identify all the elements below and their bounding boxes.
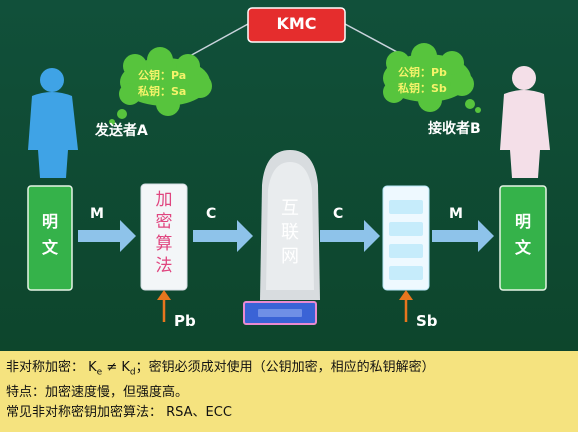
receiver-key-bubble xyxy=(383,43,481,113)
decrypt-key-label: Sb xyxy=(416,312,438,330)
decrypt-algorithm-box xyxy=(382,185,430,291)
kmc-box xyxy=(247,7,346,43)
sender-person-icon xyxy=(28,68,78,178)
sender-plaintext-label: 明 文 xyxy=(41,212,58,257)
message-m-right: M xyxy=(449,206,463,222)
receiver-name: 接收者B xyxy=(428,121,481,137)
sender-public-key: 公钥：Pa xyxy=(138,69,187,82)
internet-label: 互 联 网 xyxy=(281,198,299,267)
decrypt-key-arrow xyxy=(399,290,413,322)
ciphertext-c-right: C xyxy=(333,206,344,222)
ciphertext-c-left: C xyxy=(206,206,217,222)
arrow-m-left xyxy=(78,220,136,252)
sender-plaintext-box xyxy=(27,185,73,291)
encrypt-algorithm-label: 加 密 算 法 xyxy=(155,190,173,276)
receiver-public-key: 公钥：Pb xyxy=(398,66,447,79)
receiver-plaintext-label: 明 文 xyxy=(514,212,531,257)
receiver-private-key: 私钥：Sb xyxy=(398,82,447,95)
arrow-c-left xyxy=(193,220,253,252)
receiver-plaintext-box xyxy=(499,185,547,291)
internet-cloud xyxy=(260,150,320,300)
sender-name: 发送者A xyxy=(95,123,148,139)
receiver-person-icon xyxy=(500,66,550,178)
encrypt-key-label: Pb xyxy=(174,312,196,330)
encrypt-key-arrow xyxy=(157,290,171,322)
arrow-m-right xyxy=(432,220,494,252)
caption-line-2: 特点：加密速度慢，但强度高。 xyxy=(6,384,189,400)
security-badge-text-blur xyxy=(258,309,302,317)
kmc-label: KMC xyxy=(276,14,317,33)
sender-key-bubble xyxy=(109,47,212,125)
caption-line-1: 非对称加密： Ke ≠ Kd；密钥必须成对使用（公钥加密，相应的私钥解密） xyxy=(6,360,435,378)
caption-panel: 非对称加密： Ke ≠ Kd；密钥必须成对使用（公钥加密，相应的私钥解密） 特点… xyxy=(0,351,578,432)
message-m-left: M xyxy=(90,206,104,222)
arrow-c-right xyxy=(320,220,380,252)
diagram-canvas xyxy=(27,7,550,325)
caption-line-3: 常见非对称密钥加密算法： RSA、ECC xyxy=(6,404,232,420)
sender-private-key: 私钥：Sa xyxy=(138,85,187,98)
